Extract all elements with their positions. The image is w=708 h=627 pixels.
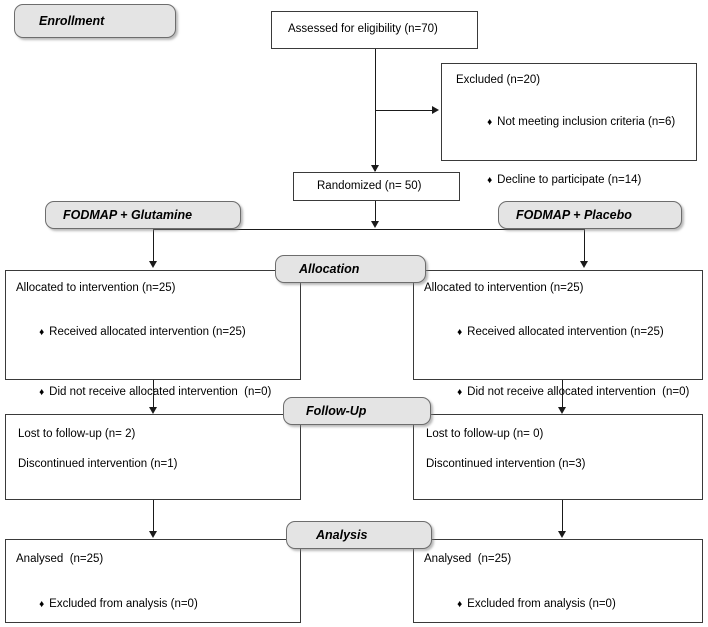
- box-allocation-left: Allocated to intervention (n=25) ♦ Receiv…: [5, 270, 301, 398]
- allocation-right-item-0-text: Received allocated intervention (n=25): [467, 326, 664, 339]
- connector-left-followup-to-analysis: [153, 500, 155, 533]
- box-followup-right: Lost to follow-up (n= 0) Discontinued in…: [413, 414, 703, 500]
- assessed-text: Assessed for eligibility (n=70): [288, 23, 438, 35]
- box-analysis-left: Analysed (n=25) ♦ Excluded from analysis …: [5, 539, 301, 623]
- allocation-right-item-1-text: Did not receive allocated intervention (…: [467, 385, 690, 398]
- stage-label-analysis-text: Analysis: [316, 528, 368, 542]
- diamond-bullet-icon: ♦: [457, 386, 463, 398]
- diamond-bullet-icon: ♦: [487, 174, 493, 186]
- connector-right-allocation-to-followup: [562, 380, 564, 410]
- connector-left-arm-to-allocation: [153, 229, 155, 263]
- analysis-right-item-0: ♦ Excluded from analysis (n=0): [424, 582, 702, 627]
- allocation-right-item-1: ♦ Did not receive allocated intervention …: [424, 369, 702, 416]
- randomized-text: Randomized (n= 50): [317, 180, 422, 192]
- arm-label-right: FODMAP + Placebo: [498, 201, 682, 229]
- diamond-bullet-icon: ♦: [39, 327, 45, 339]
- box-analysis-right: Analysed (n=25) ♦ Excluded from analysis …: [413, 539, 703, 623]
- box-allocation-right: Allocated to intervention (n=25) ♦ Receiv…: [413, 270, 703, 398]
- box-excluded: Excluded (n=20) ♦ Not meeting inclusion c…: [441, 63, 697, 186]
- followup-right-line-0: Lost to follow-up (n= 0): [426, 428, 544, 440]
- excluded-heading: Excluded (n=20): [456, 74, 541, 86]
- arrow-left-followup-to-analysis: [149, 531, 157, 538]
- followup-left-line-1: Discontinued intervention (n=1): [18, 457, 178, 470]
- arrow-right-arm-to-allocation: [580, 261, 588, 268]
- connector-excluded-branch: [375, 110, 434, 112]
- connector-allocation-bus: [153, 229, 585, 231]
- diamond-bullet-icon: ♦: [457, 599, 463, 611]
- connector-randomized-down: [375, 201, 377, 223]
- stage-label-followup-text: Follow-Up: [306, 404, 367, 418]
- arm-label-right-text: FODMAP + Placebo: [516, 208, 632, 222]
- arrow-eligibility-to-randomized: [371, 165, 379, 172]
- arrow-right-allocation-to-followup: [558, 407, 566, 414]
- allocation-left-item-0: ♦ Received allocated intervention (n=25): [16, 310, 300, 357]
- stage-label-allocation: Allocation: [275, 255, 426, 283]
- followup-right-line-1: Discontinued intervention (n=3): [426, 457, 586, 470]
- followup-left-line-0: Lost to follow-up (n= 2): [18, 428, 136, 440]
- diamond-bullet-icon: ♦: [39, 386, 45, 398]
- box-randomized: Randomized (n= 50): [293, 172, 460, 201]
- stage-label-enrollment: Enrollment: [14, 4, 176, 38]
- arrow-left-allocation-to-followup: [149, 407, 157, 414]
- connector-right-arm-to-allocation: [584, 229, 586, 263]
- analysis-right-item-0-text: Excluded from analysis (n=0): [467, 598, 616, 611]
- arm-label-left: FODMAP + Glutamine: [45, 201, 241, 229]
- allocation-left-heading: Allocated to intervention (n=25): [16, 282, 176, 294]
- arrow-to-excluded: [432, 106, 439, 114]
- connector-right-followup-to-analysis: [562, 500, 564, 533]
- excluded-item-1-text: Decline to participate (n=14): [497, 173, 642, 186]
- allocation-left-item-1-text: Did not receive allocated intervention (…: [49, 385, 272, 398]
- arm-label-left-text: FODMAP + Glutamine: [63, 208, 193, 222]
- analysis-right-heading: Analysed (n=25): [424, 553, 512, 565]
- stage-label-analysis: Analysis: [286, 521, 432, 549]
- box-followup-left: Lost to follow-up (n= 2) Discontinued in…: [5, 414, 301, 500]
- connector-left-allocation-to-followup: [153, 380, 155, 410]
- allocation-left-item-1: ♦ Did not receive allocated intervention …: [16, 369, 300, 416]
- diamond-bullet-icon: ♦: [39, 599, 45, 611]
- excluded-item-0-text: Not meeting inclusion criteria (n=6): [497, 116, 676, 129]
- excluded-item-1: ♦ Decline to participate (n=14): [456, 157, 696, 204]
- analysis-left-heading: Analysed (n=25): [16, 553, 104, 565]
- stage-label-followup: Follow-Up: [283, 397, 431, 425]
- stage-label-enrollment-text: Enrollment: [39, 14, 105, 28]
- allocation-right-item-0: ♦ Received allocated intervention (n=25): [424, 310, 702, 357]
- allocation-right-heading: Allocated to intervention (n=25): [424, 282, 584, 294]
- box-assessed-for-eligibility: Assessed for eligibility (n=70): [271, 11, 478, 49]
- arrow-right-followup-to-analysis: [558, 531, 566, 538]
- excluded-item-0: ♦ Not meeting inclusion criteria (n=6): [456, 100, 696, 147]
- allocation-left-item-0-text: Received allocated intervention (n=25): [49, 326, 246, 339]
- stage-label-allocation-text: Allocation: [299, 262, 360, 276]
- diamond-bullet-icon: ♦: [457, 327, 463, 339]
- analysis-left-item-0: ♦ Excluded from analysis (n=0): [16, 582, 300, 627]
- analysis-left-item-0-text: Excluded from analysis (n=0): [49, 598, 198, 611]
- arrow-randomized-to-split: [371, 221, 379, 228]
- arrow-left-arm-to-allocation: [149, 261, 157, 268]
- diamond-bullet-icon: ♦: [487, 117, 493, 129]
